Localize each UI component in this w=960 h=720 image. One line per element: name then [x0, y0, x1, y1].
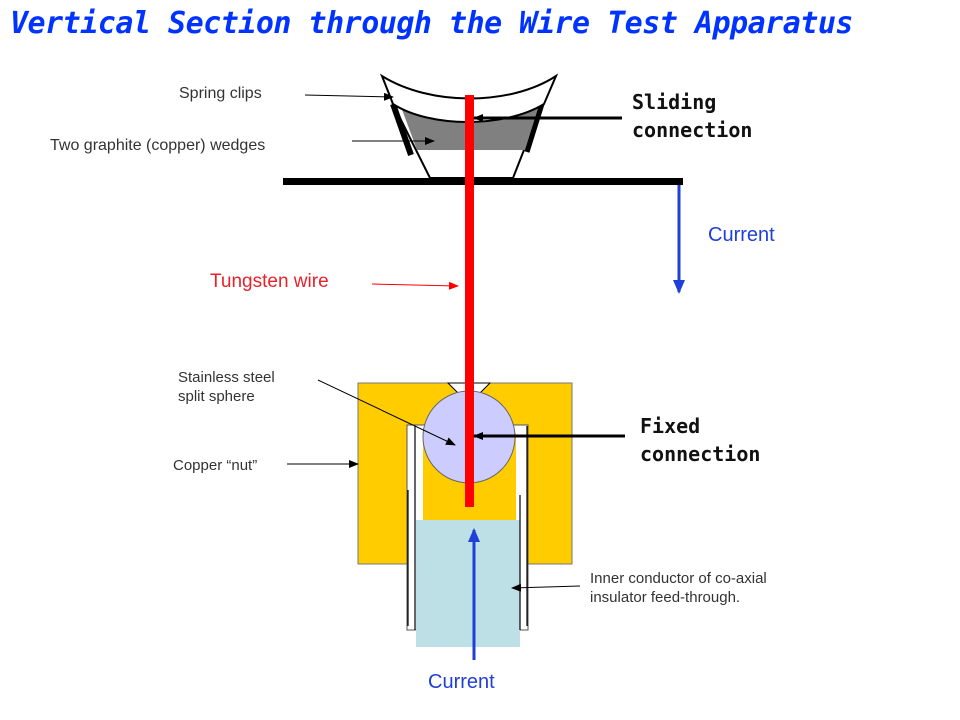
fixed-connection-line-2: connection	[640, 442, 761, 466]
split-sphere-line-1: Stainless steel	[178, 369, 275, 386]
tungsten-wire-label: Tungsten wire	[210, 271, 329, 292]
copper-nut-label: Copper “nut”	[173, 457, 258, 474]
top-plate	[283, 178, 683, 185]
tungsten-wire	[465, 95, 474, 507]
tungsten-wire-leader	[371, 281, 459, 290]
sliding-connection-label: Sliding connection	[632, 88, 752, 144]
sphere-seat-cone	[423, 450, 516, 520]
wedges-label: Two graphite (copper) wedges	[50, 137, 266, 154]
inner-conductor-leader	[511, 583, 581, 592]
sliding-clamp-assembly	[283, 73, 683, 185]
spring-clips-leader	[304, 92, 394, 101]
spring-clips-label: Spring clips	[179, 85, 262, 102]
fixed-connection-label: Fixed connection	[640, 412, 760, 468]
split-sphere-label: Stainless steel split sphere	[178, 368, 275, 406]
fixed-connection-line-1: Fixed	[640, 414, 701, 438]
inner-conductor	[416, 520, 520, 647]
current-label-top: Current	[708, 224, 775, 246]
page-title: Vertical Section through the Wire Test A…	[10, 6, 853, 41]
sliding-connection-line-2: connection	[632, 118, 753, 142]
left-wedge-edge	[390, 103, 414, 156]
split-sphere-line-2: split sphere	[178, 388, 255, 405]
right-wedge-edge	[524, 103, 545, 153]
inner-conductor-line-1: Inner conductor of co-axial	[590, 570, 767, 587]
inner-conductor-line-2: insulator feed-through.	[590, 589, 741, 606]
inner-conductor-label: Inner conductor of co-axial insulator fe…	[590, 569, 767, 607]
sliding-connection-line-1: Sliding	[632, 90, 717, 114]
current-label-bottom: Current	[428, 671, 495, 693]
split-sphere-leader	[317, 379, 456, 446]
